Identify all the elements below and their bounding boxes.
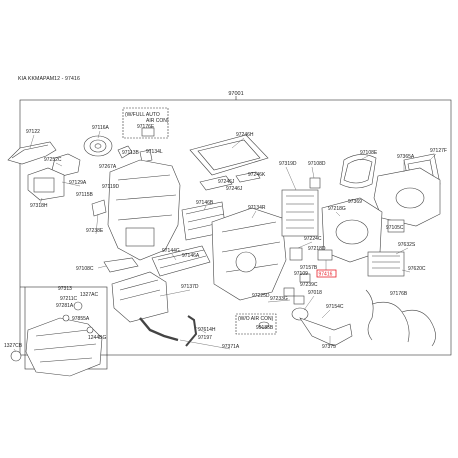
label-97122: 97122 [26, 129, 40, 135]
page-header: KIA KKMAPAM12 - 97416 [18, 76, 80, 82]
label-1327AC: 1327AC [80, 292, 98, 298]
label-97318H: 97318H [30, 203, 48, 209]
label-97281A: 97281A [56, 303, 74, 309]
label-97620C: 97620C [408, 266, 426, 272]
note-full-auto-line2: AIR CON) [146, 118, 169, 124]
duct-97375 [299, 317, 353, 347]
gasket-97108E [339, 154, 377, 189]
label-97176E: 97176E [137, 124, 155, 130]
label-97211C: 97211C [60, 296, 78, 302]
label-97246J-2: 97246J [226, 186, 243, 192]
label-97119D: 97119D [102, 184, 120, 190]
label-97252C: 97252C [44, 157, 62, 163]
heater-core-97144G [151, 245, 211, 277]
label-97246K: 97246K [248, 172, 266, 178]
label-97116A: 97116A [92, 125, 110, 131]
label-97113B: 97113B [122, 150, 140, 156]
label-97319D: 97319D [279, 161, 297, 167]
wiring-harness [365, 289, 436, 347]
label-97218G: 97218G [328, 206, 346, 212]
label-97154C: 97154C [326, 304, 344, 310]
lower-tray [111, 271, 169, 323]
label-97365A: 97365A [397, 154, 415, 160]
label-97239C: 97239C [300, 282, 318, 288]
label-1244BG: 1244BG [88, 335, 106, 341]
label-97134R: 97134R [248, 205, 266, 211]
actuator-97224C [289, 247, 303, 261]
label-97109: 97109 [294, 271, 308, 277]
label-97108C: 97108C [76, 266, 94, 272]
label-97224C: 97224C [304, 236, 322, 242]
label-97614H: 97614H [198, 327, 216, 333]
highlight-97416-box [316, 269, 337, 278]
label-97632S: 97632S [398, 242, 416, 248]
part-labels: 97122 97116A 97176E 97252C 97113B 97134L… [4, 124, 447, 350]
label-97375: 97375 [322, 344, 336, 350]
pipe-97197 [139, 317, 179, 342]
label-97129A: 97129A [69, 180, 87, 186]
motor-97018 [291, 307, 309, 321]
label-99185B: 99185B [256, 325, 274, 331]
part-drawings [7, 127, 441, 377]
label-97134L: 97134L [146, 149, 163, 155]
label-97137D: 97137D [181, 284, 199, 290]
label-97197: 97197 [198, 335, 212, 341]
label-97144G: 97144G [162, 248, 180, 254]
label-97313: 97313 [58, 286, 72, 292]
note-wo-aircon: (W/O AIR CON) [238, 316, 274, 322]
label-97225D: 97225D [252, 293, 270, 299]
label-1327CB: 1327CB [4, 343, 23, 349]
label-97105C: 97105C [386, 225, 404, 231]
label-97146B: 97146B [196, 200, 214, 206]
leader-lines [13, 130, 437, 353]
label-97855A: 97855A [72, 316, 90, 322]
note-full-auto-line1: (W/FULL AUTO [125, 112, 160, 118]
evaporator-97319D [281, 189, 319, 237]
label-97233G: 97233G [270, 296, 288, 302]
label-97416: 97416 [319, 272, 333, 278]
label-97369: 97369 [348, 199, 362, 205]
main-frame [19, 96, 452, 370]
label-97218D: 97218D [308, 246, 326, 252]
label-97018: 97018 [308, 290, 322, 296]
label-97127F: 97127F [430, 148, 447, 154]
label-97246H: 97246H [236, 132, 254, 138]
main-assembly-label: 97001 [228, 91, 243, 97]
label-97267A: 97267A [99, 164, 117, 170]
label-97371A: 97371A [222, 344, 240, 350]
label-97246J: 97246J [218, 179, 235, 185]
label-97176B: 97176B [390, 291, 408, 297]
label-97146A: 97146A [182, 253, 200, 259]
pipe-97614H [185, 315, 198, 347]
duct-97122 [7, 141, 57, 165]
label-97108E: 97108E [360, 150, 378, 156]
label-97238E: 97238E [86, 228, 104, 234]
label-97108D: 97108D [308, 161, 326, 167]
label-97157B: 97157B [300, 265, 318, 271]
actuator-97416 [317, 249, 333, 261]
filter-97632S [367, 251, 405, 277]
label-97115B: 97115B [76, 192, 94, 198]
